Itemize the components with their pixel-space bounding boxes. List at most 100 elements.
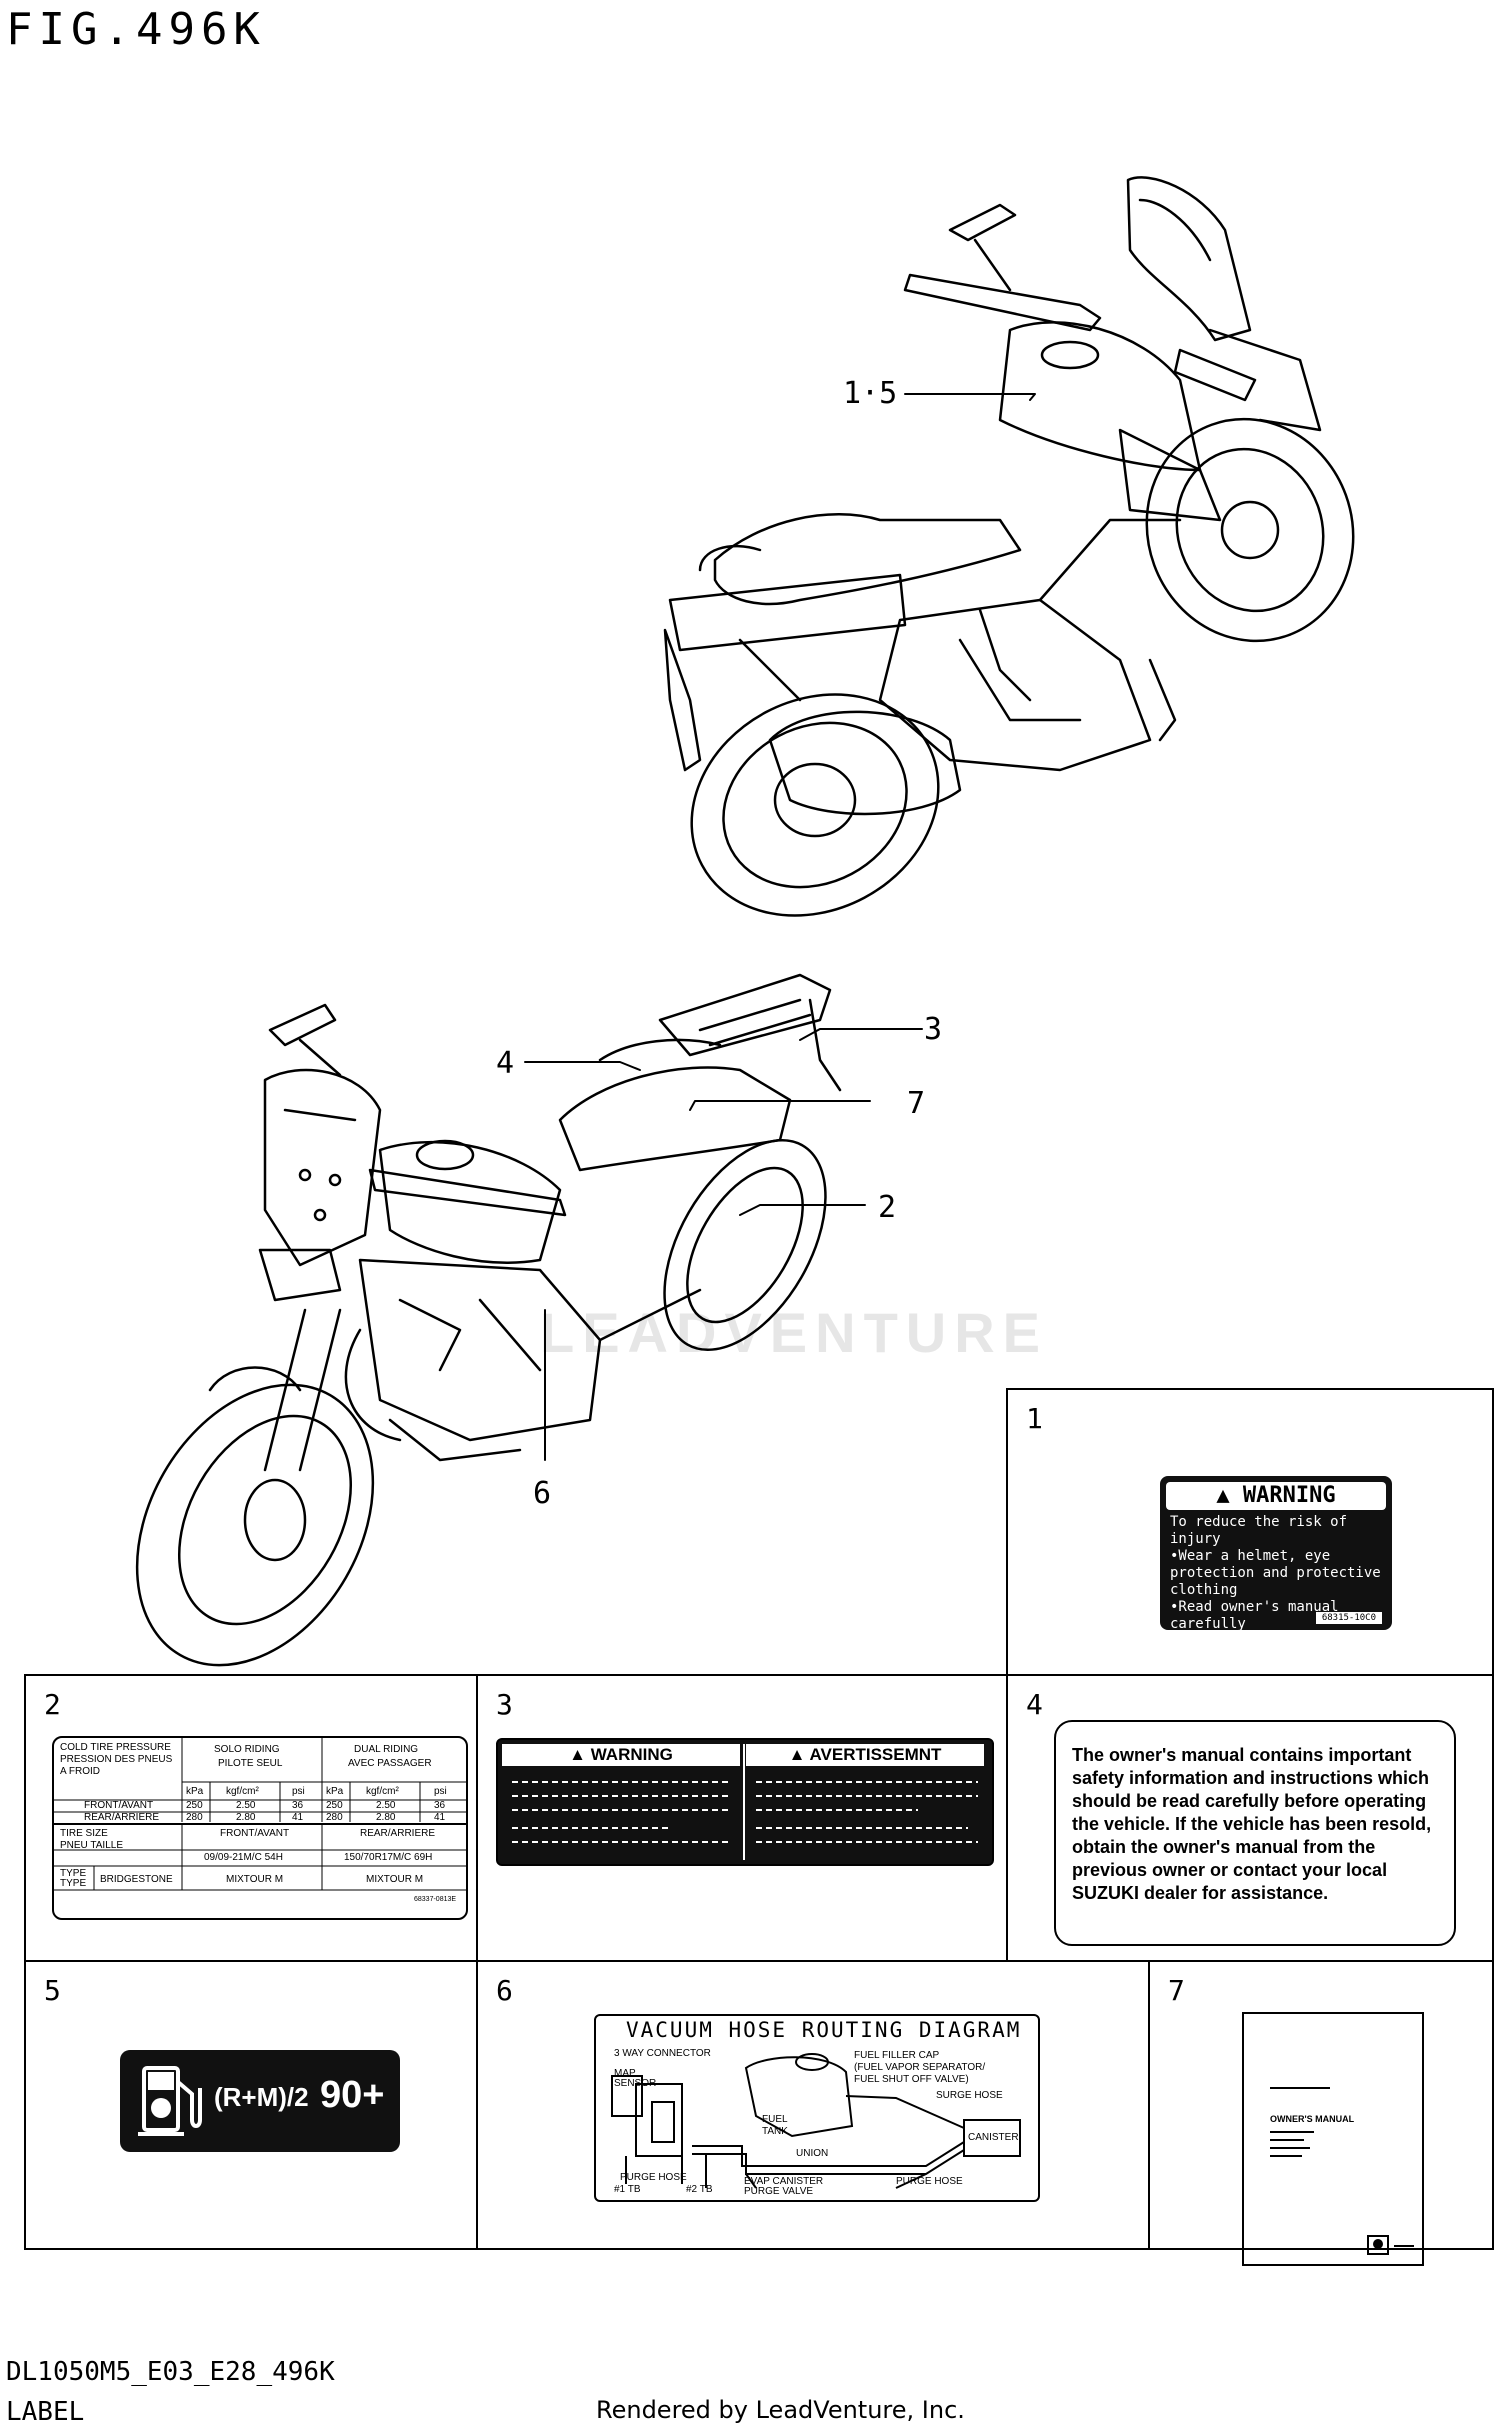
- type-label-2: TYPE: [60, 1878, 87, 1889]
- upper-motorcycle-drawing: [663, 176, 1355, 917]
- unit-4: kPa: [326, 1786, 344, 1797]
- callout-3: 3: [924, 1012, 943, 1047]
- part-code: 68337-0813E: [414, 1896, 457, 1903]
- callout-4: 4: [496, 1046, 515, 1081]
- callout-1-5: 1·5: [843, 376, 898, 411]
- unit-6: psi: [434, 1786, 447, 1797]
- section-label: LABEL: [6, 2397, 85, 2427]
- front-size: 09/09-21M/C 54H: [204, 1852, 283, 1863]
- owners-manual-drawing: OWNER'S MANUAL: [1242, 2012, 1424, 2266]
- tire-table-grid: [54, 1738, 466, 1891]
- dual-riding: DUAL RIDING: [354, 1744, 419, 1755]
- rear-size-header: REAR/ARRIERE: [360, 1828, 436, 1839]
- label-fuel: FUEL: [762, 2114, 788, 2125]
- rear-val: 2.80: [376, 1812, 396, 1823]
- solo-riding: SOLO RIDING: [214, 1744, 280, 1755]
- label-map: MAP: [614, 2068, 636, 2079]
- label-union: UNION: [796, 2148, 829, 2159]
- rear-val: 2.80: [236, 1812, 256, 1823]
- rendered-by: Rendered by LeadVenture, Inc.: [596, 2396, 965, 2424]
- callout-7: 7: [907, 1086, 926, 1121]
- panel-number: 4: [1026, 1688, 1043, 1721]
- warning-body: To reduce the risk of injury •Wear a hel…: [1170, 1514, 1381, 1632]
- rear-val: 280: [326, 1812, 343, 1823]
- panel-number: 3: [496, 1688, 513, 1721]
- panel-number: 2: [44, 1688, 61, 1721]
- watermark: LEADVENTURE: [540, 1301, 1049, 1364]
- warning-triangle-icon: ▲: [569, 1745, 591, 1764]
- callout-leader-lines: [524, 393, 1036, 1461]
- label-panel-6: 6 VACUUM HOSE ROUTING DIAGRAM 3 WAY CON: [476, 1960, 1150, 2250]
- front-val: 250: [326, 1800, 343, 1811]
- avertissement-header: ▲ AVERTISSEMNT: [746, 1744, 984, 1766]
- hose-routing-diagram: [611, 2053, 1021, 2189]
- front-val: 36: [292, 1800, 304, 1811]
- diagram-header: VACUUM HOSE ROUTING DIAGRAM: [626, 2018, 1022, 2042]
- label-panel-3: 3 ▲ WARNING ▲ AVERTISSEMNT: [476, 1674, 1008, 1962]
- manual-page-lines: [1270, 2087, 1414, 2255]
- label-panel-7: 7 OWNER'S MANUAL: [1148, 1960, 1494, 2266]
- label-fuel-vapor-separator: (FUEL VAPOR SEPARATOR/: [854, 2062, 986, 2073]
- warning-header-text: WARNING: [590, 1745, 673, 1764]
- warning-decal: ▲ WARNING To reduce the risk of injury •…: [1160, 1476, 1392, 1632]
- fuel-pump-icon: [138, 2066, 202, 2136]
- drawing-code: DL1050M5_E03_E28_496K: [6, 2357, 335, 2387]
- warning-text-placeholder-lines: [512, 1744, 978, 1860]
- label-purge-valve: PURGE VALVE: [744, 2186, 814, 2197]
- callout-2: 2: [878, 1190, 897, 1225]
- label-tank: TANK: [762, 2126, 788, 2137]
- label-1-tb: #1 TB: [614, 2184, 641, 2195]
- label-surge-hose: SURGE HOSE: [936, 2090, 1003, 2101]
- fuel-octane-label: (R+M)/2 90+: [120, 2050, 400, 2152]
- rear-val: 280: [186, 1812, 203, 1823]
- rear-val: 41: [434, 1812, 446, 1823]
- bilingual-warning-label: ▲ WARNING ▲ AVERTISSEMNT: [496, 1738, 994, 1866]
- front-type: MIXTOUR M: [226, 1874, 284, 1885]
- warning-header-text: WARNING: [1242, 1483, 1336, 1508]
- part-code: 68315-10C0: [1315, 1612, 1382, 1624]
- type-label: TYPE: [60, 1868, 87, 1879]
- panel-number: 7: [1168, 1974, 1185, 2007]
- unit-2: kgf/cm²: [226, 1786, 259, 1797]
- octane-formula: (R+M)/2: [214, 2082, 309, 2112]
- tire-brand: BRIDGESTONE: [100, 1874, 173, 1885]
- cold-tire-pressure-fr: PRESSION DES PNEUS: [60, 1754, 173, 1765]
- warning-header: ▲ WARNING: [1166, 1482, 1386, 1510]
- avertissement-header-text: AVERTISSEMNT: [809, 1745, 942, 1764]
- octane-rating: 90+: [320, 2074, 385, 2116]
- cold-tire-pressure-fr2: A FROID: [60, 1766, 101, 1777]
- front-val: 250: [186, 1800, 203, 1811]
- callout-6: 6: [533, 1476, 552, 1511]
- dual-riding-fr: AVEC PASSAGER: [348, 1758, 432, 1769]
- lower-motorcycle-drawing: [135, 973, 842, 1667]
- notice-text: The owner's manual contains important sa…: [1072, 1745, 1432, 1903]
- front-row-label: FRONT/AVANT: [84, 1800, 154, 1811]
- warning-triangle-icon: ▲: [788, 1745, 810, 1764]
- cold-tire-pressure: COLD TIRE PRESSURE: [60, 1742, 171, 1753]
- label-3-way-connector: 3 WAY CONNECTOR: [614, 2048, 711, 2059]
- unit-5: kgf/cm²: [366, 1786, 399, 1797]
- front-size-header: FRONT/AVANT: [220, 1828, 290, 1839]
- rear-size: 150/70R17M/C 69H: [344, 1852, 433, 1863]
- vacuum-hose-routing-label: VACUUM HOSE ROUTING DIAGRAM 3 WAY CONNEC…: [594, 2014, 1040, 2202]
- figure-title: FIG.496K: [6, 4, 266, 55]
- unit-1: kPa: [186, 1786, 204, 1797]
- rear-row-label: REAR/ARRIERE: [84, 1812, 160, 1823]
- label-evap-canister: EVAP CANISTER: [744, 2176, 824, 2187]
- owners-manual-notice-label: The owner's manual contains important sa…: [1054, 1720, 1456, 1946]
- label-purge-hose-left: PURGE HOSE: [620, 2172, 687, 2183]
- label-fuel-filler-cap: FUEL FILLER CAP: [854, 2050, 940, 2061]
- warning-header: ▲ WARNING: [502, 1744, 740, 1766]
- manual-title: OWNER'S MANUAL: [1270, 2114, 1355, 2124]
- rear-val: 41: [292, 1812, 304, 1823]
- front-val: 2.50: [236, 1800, 256, 1811]
- tire-size-label-fr: PNEU TAILLE: [60, 1840, 123, 1851]
- unit-3: psi: [292, 1786, 305, 1797]
- label-panel-1: 1 ▲ WARNING To reduce the risk of injury…: [1006, 1388, 1494, 1676]
- panel-number: 6: [496, 1974, 513, 2007]
- label-panel-5: 5 (R+M)/2 90+: [24, 1960, 478, 2250]
- rear-type: MIXTOUR M: [366, 1874, 424, 1885]
- panel-number: 1: [1026, 1402, 1043, 1435]
- label-2-tb: #2 TB: [686, 2184, 713, 2195]
